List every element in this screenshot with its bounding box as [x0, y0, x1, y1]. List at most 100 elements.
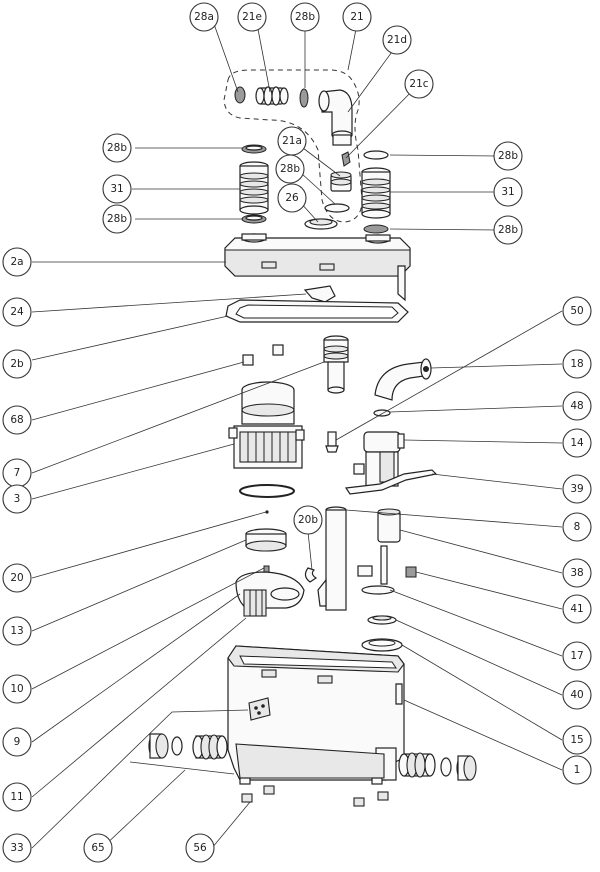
- part-9-volute: [235, 571, 305, 617]
- callout-label: 2a: [10, 256, 23, 268]
- callout-24: 24: [2, 297, 32, 327]
- callout-circle: [2, 297, 32, 327]
- callout-28b_mid: 28b: [275, 154, 305, 184]
- callout-label: 21c: [409, 78, 428, 90]
- part-31-hose-right: [361, 167, 391, 219]
- part-20-oring: [239, 484, 295, 498]
- callout-label: 28b: [107, 213, 127, 225]
- callout-label: 15: [570, 734, 583, 746]
- callout-label: 14: [570, 437, 584, 449]
- callout-68: 68: [2, 405, 32, 435]
- callout-18: 18: [562, 349, 592, 379]
- callout-28b_right2: 28b: [493, 215, 523, 245]
- callout-14: 14: [562, 428, 592, 458]
- callout-9: 9: [2, 727, 32, 757]
- callout-circle: [83, 833, 113, 863]
- part-18-elbow: [374, 358, 432, 401]
- part-15-seal: [361, 638, 403, 652]
- callout-circle: [493, 215, 523, 245]
- callout-label: 28a: [194, 11, 214, 23]
- part-21c-clip: [341, 151, 351, 167]
- callout-label: 28b: [498, 224, 518, 236]
- callout-circle: [189, 2, 219, 32]
- callout-10: 10: [2, 674, 32, 704]
- callout-label: 3: [14, 493, 21, 505]
- callout-28a: 28a: [189, 2, 219, 32]
- callout-26: 26: [277, 183, 307, 213]
- part-24-lever: [303, 285, 336, 303]
- callout-circle: [102, 204, 132, 234]
- callout-label: 24: [10, 306, 24, 318]
- part-65-connectors-left: [148, 733, 228, 760]
- callout-circle: [562, 558, 592, 588]
- callout-label: 21: [350, 11, 363, 23]
- callout-3: 3: [2, 484, 32, 514]
- callout-38: 38: [562, 558, 592, 588]
- callout-label: 1: [574, 764, 581, 776]
- callout-17: 17: [562, 641, 592, 671]
- callout-label: 48: [570, 400, 583, 412]
- callout-28b_top: 28b: [290, 2, 320, 32]
- callout-33: 33: [2, 833, 32, 863]
- callout-circle: [2, 674, 32, 704]
- callout-circle: [493, 141, 523, 171]
- callout-circle: [293, 505, 323, 535]
- part-1-tank: [227, 645, 405, 785]
- callout-label: 56: [193, 842, 207, 854]
- part-68-clips: [242, 344, 284, 366]
- part-21d-elbow: [318, 89, 353, 146]
- callout-circle: [562, 428, 592, 458]
- callout-label: 9: [14, 736, 21, 748]
- callout-circle: [562, 512, 592, 542]
- callout-circle: [2, 833, 32, 863]
- callout-circle: [562, 594, 592, 624]
- callout-label: 21e: [242, 11, 262, 23]
- part-28b-ring-mid: [324, 203, 350, 213]
- callout-label: 28b: [295, 11, 315, 23]
- callout-circle: [382, 25, 412, 55]
- part-13-pin: [265, 510, 269, 514]
- callout-label: 10: [10, 683, 23, 695]
- callout-50: 50: [562, 296, 592, 326]
- callout-label: 20b: [298, 514, 318, 526]
- part-17-stem: [357, 545, 395, 595]
- callout-28b_left2: 28b: [102, 204, 132, 234]
- callout-circle: [562, 641, 592, 671]
- callout-circle: [562, 474, 592, 504]
- callout-label: 17: [570, 650, 583, 662]
- callout-label: 20: [10, 572, 23, 584]
- callout-circle: [493, 177, 523, 207]
- callout-circle: [2, 563, 32, 593]
- part-10-pin: [263, 565, 270, 573]
- leader-lines: [31, 23, 563, 849]
- part-26-ring: [304, 218, 338, 230]
- callout-28b_left1: 28b: [102, 133, 132, 163]
- part-28b-ring-left-bottom: [241, 214, 267, 224]
- callout-7: 7: [2, 458, 32, 488]
- callout-label: 39: [570, 483, 583, 495]
- callout-circle: [102, 174, 132, 204]
- callout-label: 11: [10, 791, 23, 803]
- part-21e-coupler: [255, 86, 289, 106]
- callout-label: 21d: [387, 34, 407, 46]
- callout-circle: [2, 616, 32, 646]
- part-3-pump-motor: [228, 381, 305, 469]
- callout-label: 21a: [282, 135, 302, 147]
- part-65-connectors-right: [398, 752, 477, 781]
- callout-label: 7: [14, 467, 21, 479]
- callout-circle: [562, 755, 592, 785]
- callout-13: 13: [2, 616, 32, 646]
- callout-21: 21: [342, 2, 372, 32]
- part-40-membrane: [367, 615, 397, 625]
- callout-48: 48: [562, 391, 592, 421]
- part-28a-ring: [234, 86, 246, 104]
- callout-circle: [562, 349, 592, 379]
- callout-circle: [2, 484, 32, 514]
- callout-circle: [404, 69, 434, 99]
- part-7-pipe: [323, 335, 349, 394]
- callout-label: 13: [10, 625, 23, 637]
- part-2b-gasket: [225, 299, 409, 323]
- callout-41: 41: [562, 594, 592, 624]
- callout-40: 40: [562, 680, 592, 710]
